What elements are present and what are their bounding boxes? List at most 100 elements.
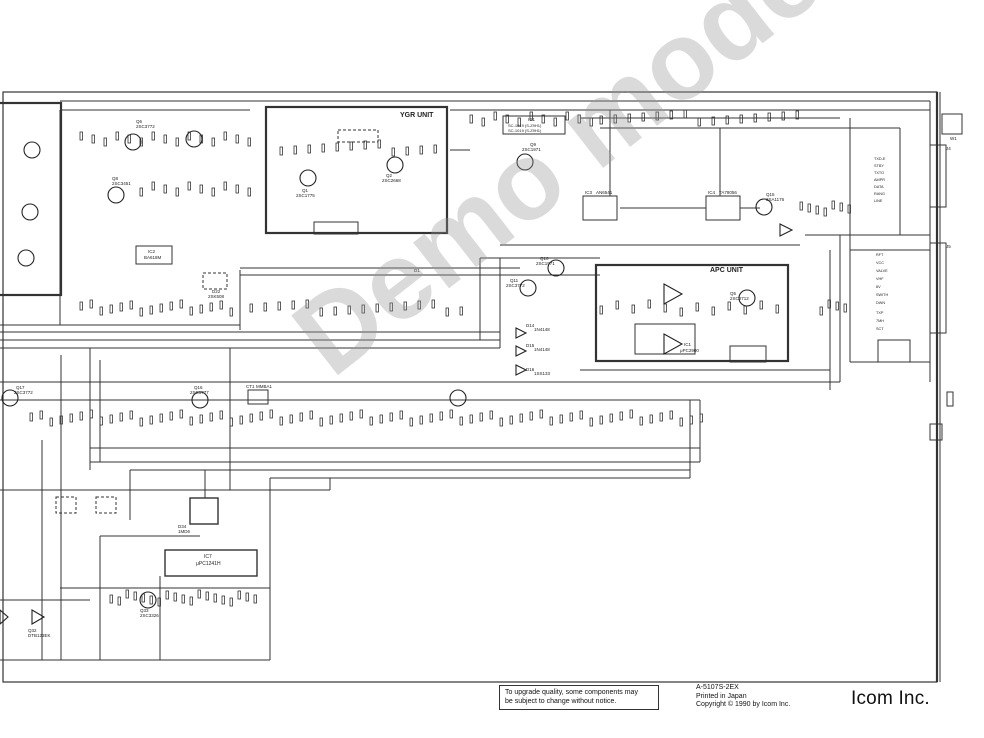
d14-part: 1N4148 (534, 327, 550, 332)
component-mark (559, 414, 563, 424)
component-mark (299, 412, 303, 422)
component-mark (259, 411, 263, 421)
q15-ref: Q15 (766, 192, 775, 197)
component-mark (245, 592, 249, 602)
component-mark (99, 306, 103, 316)
ic5-part: μPC2900 (680, 348, 699, 353)
component-mark (431, 299, 435, 309)
component-mark (479, 412, 483, 422)
component-mark (139, 417, 143, 427)
q17-part: 2SC3772 (14, 390, 33, 395)
component-mark (199, 134, 203, 144)
connector-w1: W1 (950, 136, 957, 141)
q33-part: 2SC3326 (140, 613, 159, 618)
connector-j5: J5 (946, 244, 951, 249)
connector-pin-label: TXTO (874, 171, 884, 175)
component-mark (279, 416, 283, 426)
component-mark (641, 112, 645, 122)
q32-ref: Q32 (28, 628, 37, 633)
component-mark (249, 413, 253, 423)
component-mark (305, 299, 309, 309)
component-mark (629, 409, 633, 419)
component-mark (781, 111, 785, 121)
component-mark (199, 304, 203, 314)
ic1-part-b: SC-1019 (S-Z9H1) (508, 128, 542, 133)
component-mark (489, 410, 493, 420)
ic2-part: BA618M (144, 255, 162, 260)
connector-pin-label: DATA (874, 185, 884, 189)
component-mark (219, 300, 223, 310)
component-mark (727, 301, 731, 311)
connector-pin-label: 8V (876, 285, 881, 289)
component-mark (219, 410, 223, 420)
d16-ref: D16 (526, 367, 535, 372)
component-mark (319, 307, 323, 317)
q10-part: 2SC1971 (536, 261, 555, 266)
component-mark (319, 417, 323, 427)
component-mark (429, 413, 433, 423)
component-mark (79, 131, 83, 141)
component-mark (235, 134, 239, 144)
component-mark (197, 589, 201, 599)
component-mark (149, 415, 153, 425)
component-mark (339, 413, 343, 423)
component-mark (335, 142, 339, 152)
q33-ref: Q33 (140, 608, 149, 613)
q8-ref: Q8 (112, 176, 119, 181)
component-mark (149, 305, 153, 315)
component-mark (361, 304, 365, 314)
component-mark (249, 303, 253, 313)
component-mark (663, 303, 667, 313)
component-mark (695, 302, 699, 312)
component-mark (117, 596, 121, 606)
component-mark (347, 305, 351, 315)
component-mark (505, 114, 509, 124)
component-mark (493, 111, 497, 121)
ic1-ref: IC1 (528, 117, 536, 122)
component-mark (391, 147, 395, 157)
component-mark (199, 184, 203, 194)
connector-pin-label: LINE (874, 199, 883, 203)
ct1-part: MMBA1 (256, 384, 273, 389)
component-mark (639, 416, 643, 426)
component-mark (279, 146, 283, 156)
component-mark (109, 414, 113, 424)
component-mark (39, 410, 43, 420)
connector-pin-label: TXD-E (874, 157, 886, 161)
component-mark (689, 415, 693, 425)
component-mark (469, 414, 473, 424)
component-mark (627, 113, 631, 123)
q32-part: DTB123EK (28, 633, 51, 638)
component-mark (169, 411, 173, 421)
component-mark (697, 117, 701, 127)
component-mark (799, 201, 803, 211)
component-mark (589, 417, 593, 427)
q17-ref: Q17 (16, 385, 25, 390)
component-mark (237, 590, 241, 600)
component-mark (129, 300, 133, 310)
apc-unit-box (594, 263, 790, 363)
component-mark (349, 141, 353, 151)
component-mark (711, 306, 715, 316)
component-mark (247, 187, 251, 197)
component-mark (181, 594, 185, 604)
q9-part: 2SC1971 (522, 147, 541, 152)
component-mark (565, 111, 569, 121)
component-mark (229, 417, 233, 427)
component-mark (321, 143, 325, 153)
connector-pin-label: TXP (876, 311, 884, 315)
component-mark (333, 306, 337, 316)
q11-ref: Q11 (510, 278, 519, 283)
connector-pin-label: SWITH (876, 293, 888, 297)
component-mark (539, 409, 543, 419)
component-mark (419, 415, 423, 425)
d22-ref: D22 (212, 289, 221, 294)
brand-logo-text: Icom Inc. (851, 688, 930, 709)
component-mark (103, 137, 107, 147)
component-mark (847, 204, 851, 214)
component-mark (459, 306, 463, 316)
component-mark (163, 184, 167, 194)
component-mark (679, 417, 683, 427)
q1-part: 2SC1775 (296, 193, 315, 198)
q2-ref: Q2 (386, 173, 393, 178)
